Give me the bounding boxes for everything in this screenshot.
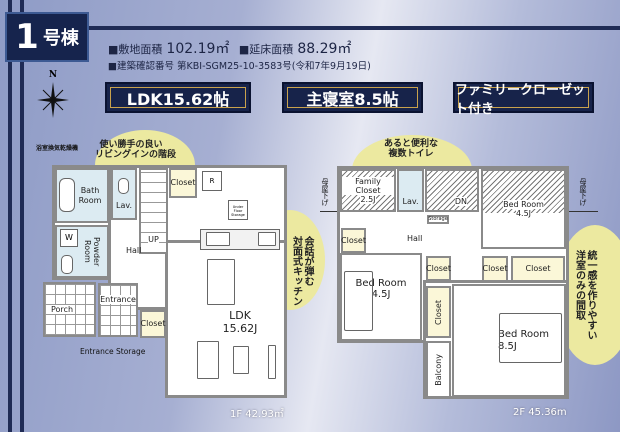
toilet-icon	[118, 178, 129, 194]
room-lav-2f: Lav.	[397, 169, 424, 212]
stairs-2f: DN	[425, 169, 479, 212]
floor1-note-dryer: 浴室換気乾燥機	[36, 145, 79, 152]
room-powder: Powder Room	[55, 225, 109, 278]
room-closet-mid: Closet	[426, 256, 451, 281]
callout-toilet-line2: 複数トイレ	[388, 148, 434, 159]
floor2-callout-toilet: あると便利な 複数トイレ	[378, 139, 444, 160]
room-bath: Bath Room	[55, 168, 109, 223]
fridge-label: R	[209, 177, 215, 185]
floor2-area: 2F 45.36m	[513, 407, 567, 418]
room-closet-w: Closet	[341, 228, 366, 253]
callout-toilet-line1: あると便利な	[383, 139, 438, 149]
room-closet-low: Closet	[140, 310, 166, 338]
bathtub-icon	[59, 178, 75, 212]
stove-icon	[258, 232, 276, 246]
room-storage: Storage	[427, 215, 449, 224]
site-area-label: ■敷地面積	[108, 43, 163, 56]
room-closet-top: Closet	[169, 168, 197, 198]
callout-rooms-line1: 統一感を作りやすい	[585, 250, 596, 340]
permit-info: ■建築確認番号 第KBI-SGM25-10-3583号(令和7年9月19日)	[108, 58, 371, 72]
site-area-value: 102.19㎡	[166, 41, 230, 57]
dining-table	[207, 259, 235, 305]
floor-area-value: 88.29㎡	[297, 41, 352, 57]
room-lav: Lav.	[111, 168, 137, 220]
frame-line-left	[8, 0, 12, 432]
washer-icon: W	[60, 229, 78, 247]
permit-label: ■建築確認番号	[108, 61, 174, 72]
room-closet-e2: Closet	[511, 256, 565, 282]
room-porch: Porch	[43, 282, 96, 337]
label-entrance-storage: Entrance Storage	[80, 347, 146, 356]
compass: N	[35, 70, 71, 120]
bed-icon-2	[344, 271, 373, 331]
roof-note-left: 母屋下げ	[321, 178, 329, 206]
callout-stairs-line1: 使い勝手の良い	[99, 140, 163, 150]
room-ldk: LDK 15.62J	[200, 309, 280, 335]
bed-icon	[499, 313, 562, 363]
frame-line-left-2	[20, 0, 24, 432]
room-hall-2f: Hall	[407, 234, 423, 244]
room-balcony: Balcony	[426, 341, 451, 398]
floor1-callout-stairs: 使い勝手の良い リビングインの階段	[95, 140, 177, 161]
building-title: 1 号棟	[5, 12, 89, 62]
callout-stairs-line2: リビングインの階段	[95, 149, 177, 160]
washer-label: W	[65, 233, 73, 242]
sink-icon	[206, 232, 230, 246]
room-entrance: Entrance	[98, 283, 138, 337]
stairs: UP	[139, 168, 168, 254]
badge-family-closet: ファミリークローゼット付き	[453, 82, 594, 117]
compass-star-icon	[37, 82, 69, 118]
ldk-label: LDK	[229, 309, 251, 322]
tv-stand	[268, 345, 276, 379]
room-hall: Hall	[126, 246, 142, 256]
room-closet-vert: Closet	[426, 286, 451, 338]
roof-note-right: 母屋下げ	[579, 178, 587, 206]
coffee-table	[233, 346, 249, 374]
badge-ldk: LDK15.62帖	[105, 82, 251, 113]
floor1-callout-kitchen: 会話が弾む 対面式キッチン	[290, 236, 314, 306]
toilet-icon-2	[61, 255, 73, 274]
ldk-size: 15.62J	[222, 321, 258, 335]
floor-area-label: ■延床面積	[238, 43, 294, 56]
room-closet-e1: Closet	[482, 256, 508, 282]
floor1-plan-ldk-block	[165, 240, 287, 398]
fridge-icon: R	[202, 171, 222, 191]
building-suffix: 号棟	[42, 28, 79, 49]
permit-value: 第KBI-SGM25-10-3583号(令和7年9月19日)	[177, 61, 371, 72]
callout-kitchen-line1: 会話が弾む	[302, 236, 313, 286]
floor2-callout-rooms: 統一感を作りやすい 洋室のみの間取	[573, 250, 597, 340]
under-floor-storage: Under Floor Storage	[228, 200, 248, 220]
frame-line-top	[88, 26, 620, 30]
callout-kitchen-line2: 対面式キッチン	[290, 236, 302, 306]
callout-rooms-line2: 洋室のみの間取	[573, 250, 585, 320]
building-number: 1	[15, 17, 39, 57]
sofa	[197, 341, 219, 379]
floor1-area: 1F 42.93㎡	[230, 409, 284, 420]
badge-master-bedroom: 主寝室8.5帖	[282, 82, 423, 113]
compass-north-label: N	[48, 70, 58, 80]
